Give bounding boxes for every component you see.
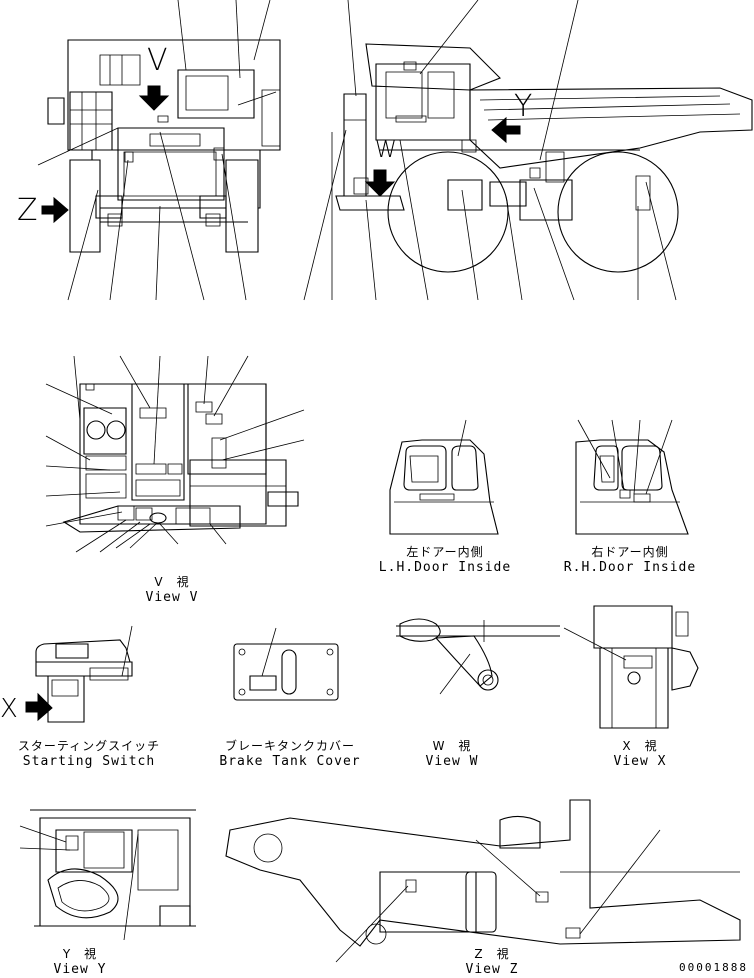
view-letter-z: Z bbox=[17, 193, 38, 228]
caption-lh-door-en: L.H.Door Inside bbox=[378, 560, 512, 575]
caption-view-w-en: View W bbox=[425, 754, 479, 769]
arrow-right-icon bbox=[26, 694, 52, 720]
caption-view-v: V 視 View V bbox=[132, 574, 212, 606]
caption-view-x-jp: X 視 bbox=[622, 739, 658, 753]
view-w-drawing bbox=[396, 619, 560, 694]
brake-tank-cover-drawing bbox=[234, 628, 338, 700]
front-view-truck bbox=[38, 0, 280, 300]
lh-door-inside bbox=[390, 420, 498, 534]
caption-starting-switch-en: Starting Switch bbox=[22, 754, 156, 769]
caption-view-y-jp: Y 視 bbox=[62, 947, 98, 961]
view-letter-w: W bbox=[375, 138, 397, 163]
view-x-drawing bbox=[564, 606, 698, 728]
starting-switch-drawing bbox=[26, 626, 132, 722]
caption-brake-tank-jp: ブレーキタンクカバー bbox=[224, 739, 355, 753]
caption-starting-switch: スターティングスイッチ Starting Switch bbox=[14, 738, 164, 770]
arrow-right-icon bbox=[42, 198, 68, 222]
arrow-left-icon bbox=[492, 118, 520, 142]
view-letter-y: Y bbox=[514, 89, 533, 124]
view-z-drawing bbox=[226, 800, 740, 962]
caption-view-y-en: View Y bbox=[53, 962, 107, 977]
caption-view-z-en: View Z bbox=[465, 962, 519, 977]
caption-view-z-jp: Z 視 bbox=[474, 947, 510, 961]
caption-brake-tank-en: Brake Tank Cover bbox=[219, 754, 361, 769]
caption-brake-tank: ブレーキタンクカバー Brake Tank Cover bbox=[212, 738, 368, 770]
caption-view-v-en: View V bbox=[145, 590, 199, 605]
caption-view-v-jp: V 視 bbox=[154, 575, 190, 589]
caption-view-x-en: View X bbox=[613, 754, 667, 769]
caption-lh-door: 左ドアー内側 L.H.Door Inside bbox=[370, 544, 520, 576]
view-letter-x: X bbox=[0, 694, 18, 724]
rh-door-inside bbox=[576, 420, 688, 534]
arrow-down-icon bbox=[140, 86, 168, 110]
caption-lh-door-jp: 左ドアー内側 bbox=[406, 545, 484, 559]
caption-view-x: X 視 View X bbox=[600, 738, 680, 770]
part-number: 00001888 bbox=[679, 961, 748, 974]
view-letter-v: V bbox=[147, 43, 168, 78]
caption-starting-switch-jp: スターティングスイッチ bbox=[17, 739, 161, 753]
caption-view-y: Y 視 View Y bbox=[40, 946, 120, 978]
side-view-truck bbox=[304, 0, 752, 300]
caption-view-z: Z 視 View Z bbox=[452, 946, 532, 978]
arrow-down-icon bbox=[366, 170, 394, 196]
view-y-drawing bbox=[20, 810, 196, 940]
caption-rh-door-jp: 右ドアー内側 bbox=[591, 545, 669, 559]
caption-view-w-jp: W 視 bbox=[432, 739, 472, 753]
caption-view-w: W 視 View W bbox=[412, 738, 492, 770]
view-v-panel bbox=[46, 356, 304, 552]
caption-rh-door: 右ドアー内側 R.H.Door Inside bbox=[555, 544, 705, 576]
caption-rh-door-en: R.H.Door Inside bbox=[563, 560, 697, 575]
